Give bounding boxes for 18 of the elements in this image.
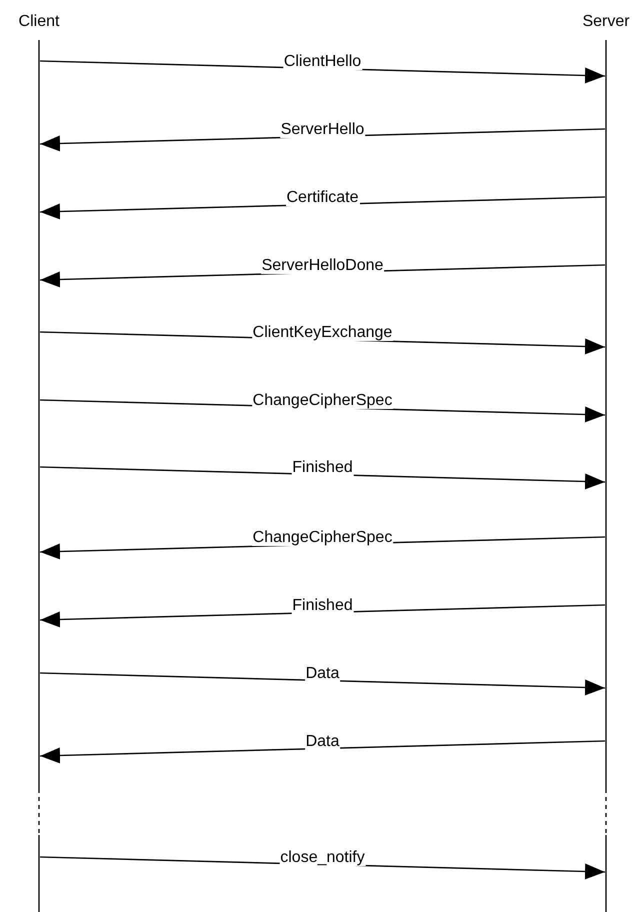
message-arrow bbox=[40, 740, 606, 764]
participant-label: Client bbox=[18, 13, 60, 31]
message-label: ClientHello bbox=[282, 52, 362, 70]
message-arrow bbox=[40, 672, 606, 696]
message-label: Finished bbox=[291, 458, 354, 476]
message-label: Certificate bbox=[285, 188, 360, 206]
message-label: ChangeCipherSpec bbox=[252, 528, 394, 546]
message-label: Data bbox=[304, 732, 340, 750]
message-label: ServerHelloDone bbox=[260, 256, 384, 274]
message-label: ServerHello bbox=[280, 120, 366, 138]
message-label: ClientKeyExchange bbox=[252, 324, 394, 340]
message-arrow bbox=[40, 466, 606, 490]
message-label: ChangeCipherSpec bbox=[252, 392, 394, 408]
message-label: close_notify bbox=[279, 848, 366, 866]
message-label: Finished bbox=[291, 596, 354, 614]
message-label: Data bbox=[304, 664, 340, 682]
message-arrow bbox=[40, 604, 606, 628]
participant-label: Server bbox=[582, 13, 630, 31]
